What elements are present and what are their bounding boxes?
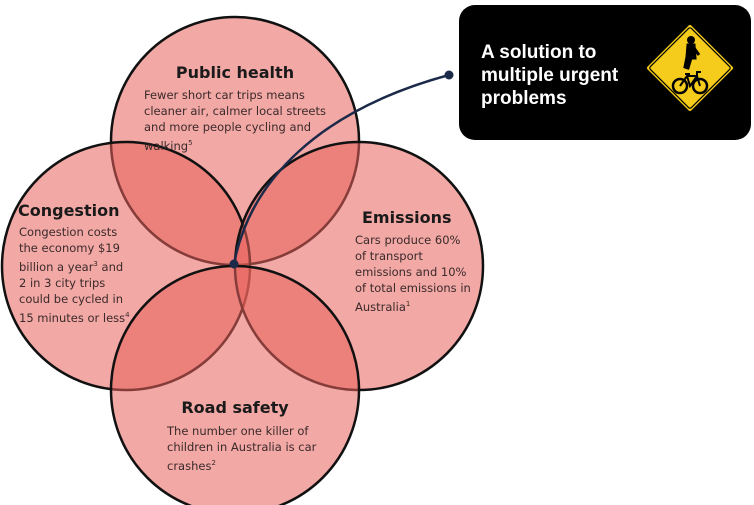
callout-text: A solution to multiple urgent problems	[481, 42, 619, 109]
public-health-text: Fewer short car trips means cleaner air,…	[144, 88, 326, 153]
congestion-title: Congestion	[18, 201, 120, 220]
congestion-text: Congestion costs the economy $19 billion…	[19, 225, 130, 325]
public-health-title: Public health	[175, 63, 295, 82]
connector-dot-end	[444, 70, 454, 80]
emissions-text: Cars produce 60% of transport emissions …	[355, 233, 471, 314]
road-safety-text: The number one killer of children in Aus…	[167, 424, 317, 473]
pedestrian-bicycle-sign-icon	[644, 22, 736, 114]
emissions-title: Emissions	[362, 208, 452, 227]
callout-box: A solution to multiple urgent problems	[459, 5, 751, 140]
connector-dot-center	[229, 259, 239, 269]
connector-line	[232, 73, 450, 265]
road-safety-title: Road safety	[181, 398, 289, 417]
